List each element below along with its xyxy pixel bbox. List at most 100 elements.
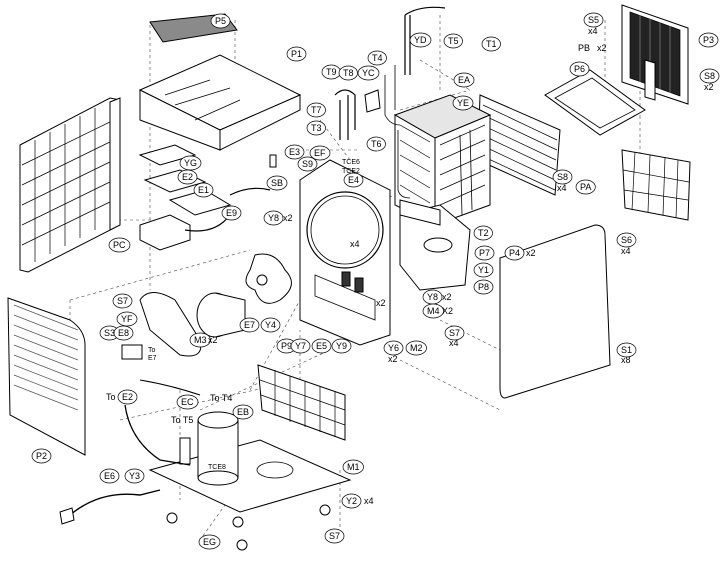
label-Y6-circle: [383, 340, 404, 356]
label-S7b-qty: x4: [449, 338, 459, 348]
label-Y9: Y9: [336, 341, 347, 351]
label-Y2-qty: x4: [364, 496, 374, 506]
label-S9-circle: [297, 156, 318, 172]
label-E3-circle: [284, 144, 305, 160]
label-S8a: S8: [704, 71, 715, 81]
label-T6-circle: [366, 136, 386, 152]
label-S1-qty: x8: [621, 355, 631, 365]
label-P9: P9: [281, 341, 292, 351]
label-Y8a-circle: [263, 210, 284, 226]
label-EC-circle: [176, 394, 199, 410]
label-Y2: Y2: [346, 496, 357, 506]
label-EC: EC: [181, 397, 194, 407]
label-Y8b-qty: x2: [442, 292, 452, 302]
label-E5: E5: [316, 341, 327, 351]
label-To-E7: To: [148, 347, 156, 354]
label-E7-small: E7: [148, 355, 157, 362]
label-EA: EA: [458, 75, 470, 85]
rear-grille-P3: [621, 4, 689, 105]
label-T1-circle: [481, 36, 501, 52]
label-P4-qty: x2: [526, 248, 536, 258]
label-S8a-qty: x2: [704, 82, 714, 92]
label-Y7-circle: [290, 338, 311, 354]
label-SB: SB: [271, 178, 283, 188]
label-EB-circle: [232, 404, 254, 420]
label-P6: P6: [574, 64, 585, 74]
label-E9: E9: [226, 208, 237, 218]
label-Y1: Y1: [478, 265, 489, 275]
label-E6-circle: [99, 468, 120, 484]
label-EF: EF: [314, 148, 326, 158]
label-Y3: Y3: [129, 471, 140, 481]
label-S7a-circle: [112, 293, 133, 309]
air-filter-PA: [621, 149, 691, 221]
capacitor-E8: [121, 344, 143, 360]
cabinet-frame: [299, 159, 391, 346]
label-E6: E6: [104, 471, 115, 481]
side-grille-left: [19, 97, 121, 273]
label-E9-circle: [221, 205, 242, 221]
label-T4-circle: [367, 50, 387, 66]
label-P4-circle: [504, 245, 525, 261]
label-SB-circle: [266, 175, 288, 191]
label-P1: P1: [291, 49, 302, 59]
label-S6-qty: x4: [621, 246, 631, 256]
label-M4-circle: [422, 303, 444, 319]
label-Y8b: Y8: [427, 292, 438, 302]
front-panel-P2: [7, 297, 86, 456]
label-P5-circle: [210, 13, 231, 29]
label-T2: T2: [478, 228, 489, 238]
label-E8-circle: [113, 325, 134, 341]
label-P1-circle: [286, 46, 307, 62]
label-EA-circle: [453, 72, 475, 88]
label-PC: PC: [113, 240, 126, 250]
label-Y6-qty: x2: [388, 354, 398, 364]
label-E1-circle: [193, 182, 214, 198]
label-T2-circle: [473, 225, 493, 241]
label-TCE2: TCE2: [342, 168, 360, 175]
label-EG: EG: [203, 537, 216, 547]
label-E7: E7: [244, 320, 255, 330]
label-Y8a: Y8: [268, 213, 279, 223]
casters: [166, 504, 331, 551]
label-P7-circle: [474, 245, 495, 261]
label-T7-circle: [306, 102, 326, 118]
label-M4: M4: [427, 306, 440, 316]
label-E4-circle: [343, 172, 364, 188]
label-M4-qty: X2: [442, 306, 453, 316]
label-T4: T4: [372, 53, 383, 63]
label-Y3-circle: [124, 468, 145, 484]
label-E7-circle: [239, 317, 260, 333]
label-E2-circle: [177, 169, 198, 185]
label-E4: E4: [348, 175, 359, 185]
label-S1: S1: [621, 345, 632, 355]
label-PA-circle: [575, 179, 596, 195]
label-T7: T7: [311, 105, 322, 115]
pipes-cluster: [334, 65, 411, 199]
label-PB-qty: x2: [597, 43, 607, 53]
label-T9: T9: [326, 67, 337, 77]
label-S7b-circle: [444, 325, 465, 341]
label-S7a: S7: [117, 296, 128, 306]
label-E2b: E2: [122, 392, 133, 402]
compressor-EB: [179, 411, 239, 486]
label-T6: T6: [371, 139, 382, 149]
label-PA: PA: [580, 182, 591, 192]
control-board: [138, 144, 277, 251]
label-EF-circle: [309, 145, 331, 161]
part-labels: P5 P1 YD T5 T1 S5 x4 PB x2 P3 S8 x2 T9 T…: [31, 12, 720, 550]
label-M2-circle: [405, 340, 427, 356]
side-panel-P4: [499, 224, 611, 399]
drain-tray-P6: [544, 69, 646, 136]
label-EG-circle: [198, 534, 221, 550]
label-P3: P3: [703, 35, 714, 45]
fan-assembly: [196, 253, 292, 338]
label-S8b: S8: [557, 172, 568, 182]
label-Y8a-qty: x2: [283, 213, 293, 223]
label-YG: YG: [184, 158, 197, 168]
label-TCE8: TCE8: [208, 464, 226, 471]
label-S7c: S7: [329, 531, 340, 541]
label-M3: M3: [194, 335, 207, 345]
label-S6: S6: [621, 235, 632, 245]
